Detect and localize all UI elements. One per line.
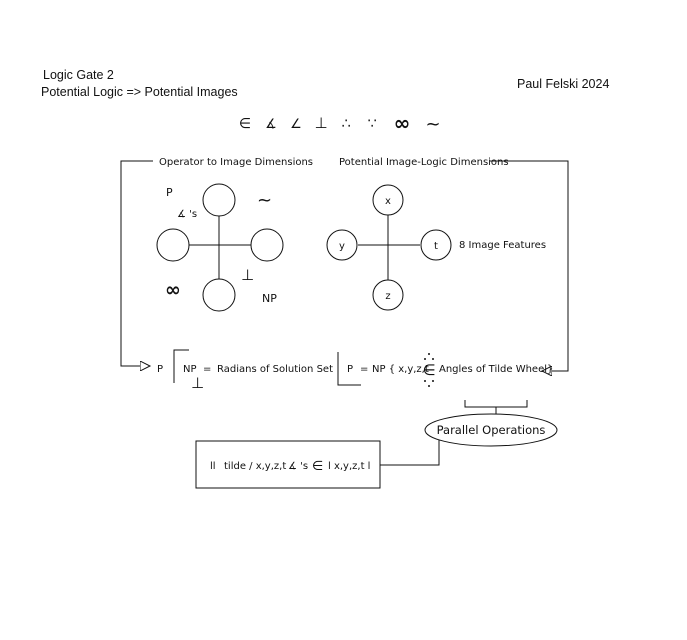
right-formula-dots	[424, 353, 434, 387]
right-formula-equals: =	[360, 364, 368, 375]
perpendicular-symbol: ⊥	[314, 114, 327, 132]
right-wheel-node-x	[372, 184, 404, 216]
left-p-label: P	[166, 186, 173, 199]
bottom-box-prefix: ll	[210, 461, 216, 472]
right-wheel-node-z	[372, 279, 404, 311]
left-wheel-node-right	[250, 228, 284, 262]
left-wheel	[156, 183, 284, 312]
tilde-symbol: ~	[425, 114, 440, 135]
left-panel-label: Operator to Image Dimensions	[159, 157, 313, 168]
diagram-title: Logic Gate 2	[43, 68, 114, 82]
right-formula-p: P	[347, 364, 353, 375]
left-formula-equals: =	[203, 364, 211, 375]
node-y-label: y	[339, 241, 345, 252]
left-formula-np: NP	[183, 364, 197, 375]
therefore-symbol: ∴	[342, 116, 351, 132]
left-formula-text: Radians of Solution Set	[217, 364, 333, 375]
infinity-symbol: ∞	[394, 111, 411, 135]
right-connector-arrow	[490, 160, 569, 371]
parallel-operations-label: Parallel Operations	[437, 423, 546, 437]
left-formula-bracket	[173, 349, 189, 383]
left-infinity-label: ∞	[165, 279, 181, 301]
left-perp-label: ⊥	[241, 266, 254, 284]
symbol-row: ∈ ∡ ∠ ⊥ ∴ ∵ ∞ ~	[239, 111, 441, 135]
right-formula-bracket	[337, 352, 361, 386]
right-formula-text: Angles of Tilde Wheel}	[439, 364, 553, 375]
left-tilde-label: ~	[257, 190, 272, 211]
image-features-label: 8 Image Features	[459, 240, 546, 251]
diagram-subtitle: Potential Logic => Potential Images	[41, 85, 238, 99]
left-formula-p: P	[157, 364, 163, 375]
left-wheel-node-left	[156, 228, 190, 262]
left-wheel-node-top	[202, 183, 236, 217]
right-wheel-node-y	[326, 229, 358, 261]
right-wheel	[326, 184, 452, 311]
bottom-box-text-b: l x,y,z,t l	[328, 461, 370, 472]
right-wheel-node-t	[420, 229, 452, 261]
author-credit: Paul Felski 2024	[517, 77, 610, 91]
bottom-box-text-a: tilde / x,y,z,t	[224, 461, 286, 472]
left-wheel-node-bottom	[202, 278, 236, 312]
node-x-label: x	[385, 196, 391, 207]
node-z-label: z	[385, 291, 390, 302]
measured-angle-symbol: ∡	[265, 117, 277, 132]
right-panel-label: Potential Image-Logic Dimensions	[339, 157, 509, 168]
angle-symbol: ∠	[290, 117, 302, 132]
left-formula-perp: ⊥	[191, 374, 204, 392]
node-t-label: t	[434, 241, 438, 252]
bottom-box-element-of: ∈	[312, 459, 323, 474]
because-symbol: ∵	[368, 116, 377, 132]
left-angles-label: ∡ 's	[177, 209, 197, 220]
bottom-box-angles: ∡ 's	[288, 461, 308, 472]
feature-brace	[464, 400, 528, 408]
parallel-operations-ellipse	[424, 413, 558, 447]
right-formula-np: NP { x,y,z,t	[372, 364, 429, 375]
ellipse-to-box-connector	[380, 440, 440, 466]
bottom-expression-box	[195, 440, 381, 489]
element-of-symbol: ∈	[239, 116, 251, 132]
right-formula-element-of: ∈	[422, 361, 435, 379]
left-connector-arrow	[120, 160, 153, 366]
left-np-label: NP	[262, 292, 277, 305]
